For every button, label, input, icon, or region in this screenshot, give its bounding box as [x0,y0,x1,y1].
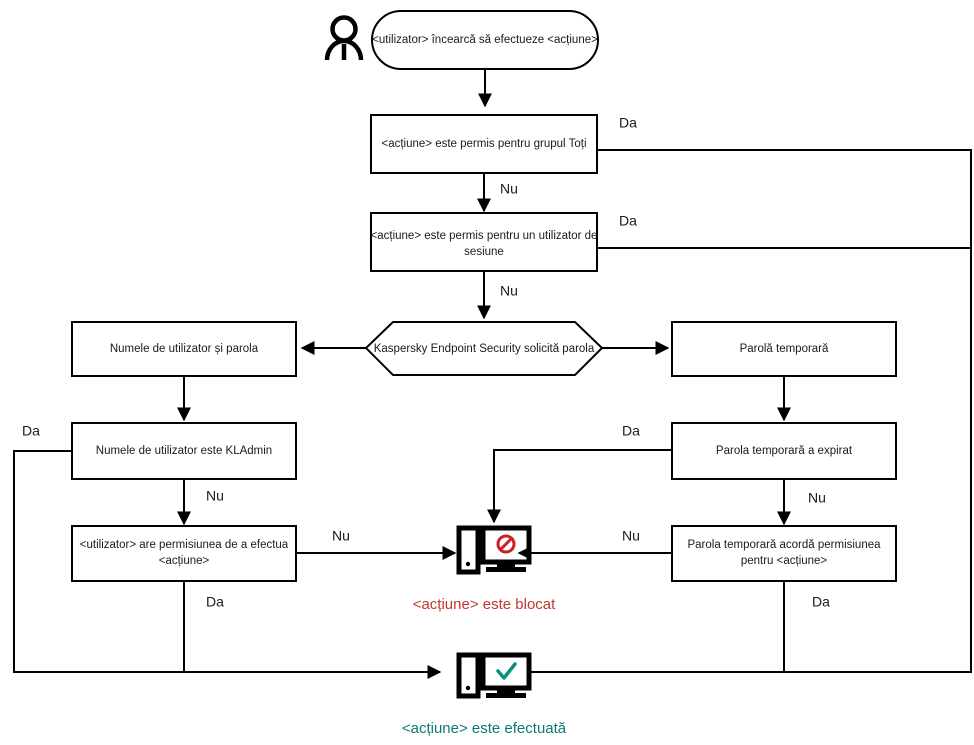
edge-kladmin-yes [13,450,442,679]
node-temporary-password: Parolă temporară [671,321,897,377]
node-kes-prompt: Kaspersky Endpoint Security solicită par… [364,321,604,376]
performed-terminal-label: <acțiune> este efectuată [402,720,567,737]
node-is-kladmin: Numele de utilizator este KLAdmin [71,422,297,480]
edge-label-expired-yes: Da [622,423,640,439]
edge-label-session-no: Nu [500,283,518,299]
node-temp-expired: Parola temporară a expirat [671,422,897,480]
node-has-permission-label-1: <utilizator> are permisiunea de a efectu… [80,539,289,551]
edge-label-kladmin-no: Nu [206,488,224,504]
edge-label-expired-no: Nu [808,490,826,506]
node-temporary-password-label: Parolă temporară [740,343,829,355]
blocked-terminal-label: <acțiune> este blocat [413,596,556,613]
node-username-password-label: Numele de utilizator și parola [110,343,259,355]
edge-label-kladmin-yes: Da [22,423,40,439]
node-has-permission: <utilizator> are permisiunea de a efectu… [71,525,297,582]
node-kes-prompt-label: Kaspersky Endpoint Security solicită par… [374,343,595,355]
edge-label-grants-yes: Da [812,594,830,610]
node-allowed-session-user-label-2: sesiune [464,246,504,258]
node-temp-grants-label-1: Parola temporară acordă permisiunea [687,539,881,551]
edge-everyone-yes [514,149,972,679]
node-temp-grants-label-2: pentru <acțiune> [741,555,828,567]
edge-label-permission-no: Nu [332,528,350,544]
node-allowed-session-user: <acțiune> este permis pentru un utilizat… [370,212,598,272]
edge-label-session-yes: Da [619,213,637,229]
node-username-password: Numele de utilizator și parola [71,321,297,377]
node-allowed-session-user-label-1: <acțiune> este permis pentru un utilizat… [371,230,598,242]
node-allowed-everyone: <acțiune> este permis pentru grupul Toți [370,114,598,174]
monitor-blocked-icon [456,525,532,575]
node-temp-expired-label: Parola temporară a expirat [716,445,853,457]
person-icon [324,15,364,61]
node-has-permission-label-2: <acțiune> [159,555,210,567]
node-start-label: <utilizator> încearcă să efectueze <acți… [372,34,598,46]
edge-label-everyone-yes: Da [619,115,637,131]
node-temp-grants: Parola temporară acordă permisiunea pent… [671,525,897,582]
edge-label-grants-no: Nu [622,528,640,544]
edge-label-permission-yes: Da [206,594,224,610]
edge-expired-yes [487,449,672,524]
node-start: <utilizator> încearcă să efectueze <acți… [371,10,599,70]
node-allowed-everyone-label: <acțiune> este permis pentru grupul Toți [382,138,587,150]
monitor-check-icon [456,652,532,699]
node-is-kladmin-label: Numele de utilizator este KLAdmin [96,445,272,457]
edge-label-everyone-no: Nu [500,181,518,197]
